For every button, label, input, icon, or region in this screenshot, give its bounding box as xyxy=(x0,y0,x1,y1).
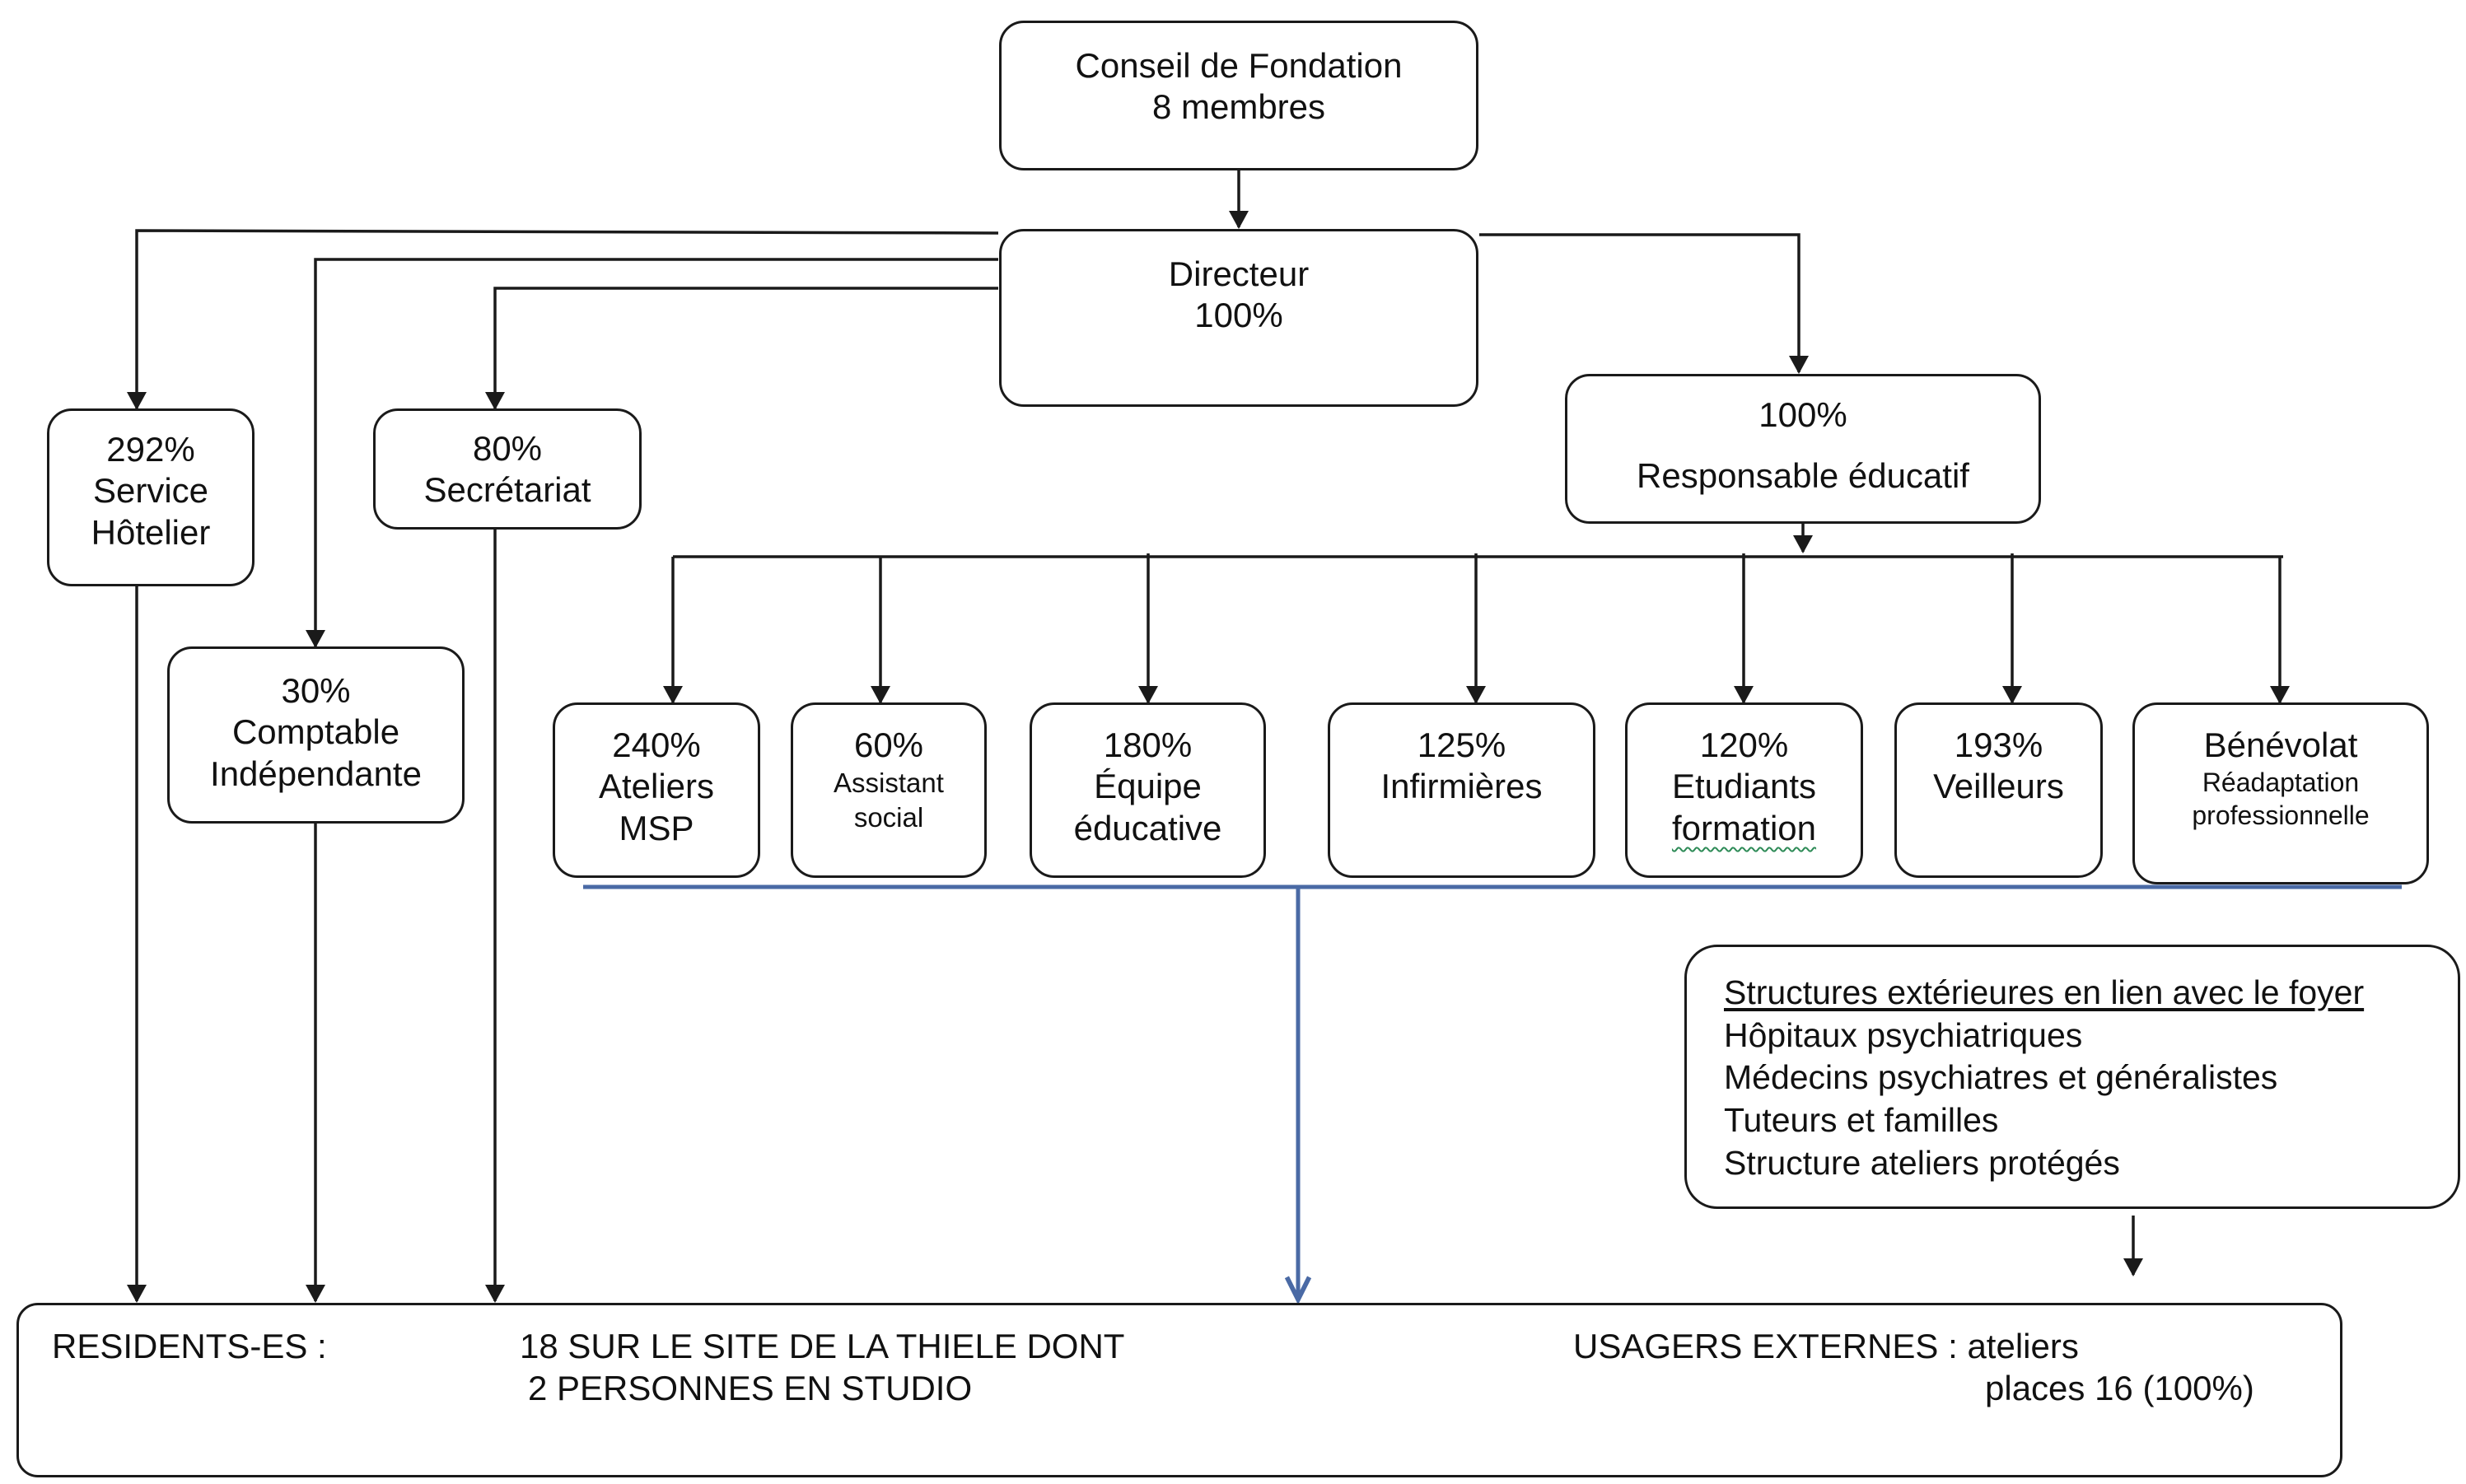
etudiants-line2: formation xyxy=(1671,808,1817,847)
veilleurs-label: Veilleurs xyxy=(1933,767,2064,806)
ateliers-line2: MSP xyxy=(619,808,694,847)
etudiants-pct: 120% xyxy=(1699,726,1789,764)
comptable-line1: Comptable xyxy=(231,712,400,752)
comptable-box: 30% Comptable Indépendante xyxy=(167,646,465,824)
assistant-line1: Assistant xyxy=(834,768,944,799)
comptable-line2: Indépendante xyxy=(210,754,422,793)
external-item: Médecins psychiatres et généralistes xyxy=(1724,1058,2278,1097)
hotelier-line1: Service xyxy=(92,471,209,511)
benevolat-line2: professionnelle xyxy=(2192,800,2370,831)
hotelier-line2: Hôtelier xyxy=(91,512,211,552)
equipe-line1: Équipe xyxy=(1094,767,1202,806)
conseil-de-fondation-box: Conseil de Fondation 8 membres xyxy=(999,21,1478,170)
etudiants-line1: Etudiants xyxy=(1671,767,1817,806)
service-hotelier-box: 292% Service Hôtelier xyxy=(47,408,255,586)
benevolat-label: Bénévolat xyxy=(2203,726,2358,764)
ateliers-pct: 240% xyxy=(612,726,701,764)
responsable-pct: 100% xyxy=(1758,395,1847,434)
infirmieres-label: Infirmières xyxy=(1380,767,1543,806)
secretariat-pct: 80% xyxy=(472,429,543,468)
equipe-educative-box: 180% Équipe éducative xyxy=(1030,702,1266,878)
external-structures-box: Structures extérieures en lien avec le f… xyxy=(1684,945,2460,1209)
conseil-title: Conseil de Fondation xyxy=(1075,46,1403,85)
directeur-title: Directeur xyxy=(1168,254,1310,293)
arrow-directeur-hotelier xyxy=(127,229,999,410)
usagers-line1: USAGERS EXTERNES : ateliers xyxy=(1573,1327,2079,1365)
equipe-pct: 180% xyxy=(1103,726,1193,764)
hotelier-pct: 292% xyxy=(106,430,195,469)
benevolat-line1: Réadaptation xyxy=(2202,768,2360,798)
assistant-social-box: 60% Assistant social xyxy=(791,702,987,878)
etudiants-formation-box: 120% Etudiants formation xyxy=(1625,702,1863,878)
comptable-pct: 30% xyxy=(281,671,351,710)
usagers-line2: places 16 (100%) xyxy=(1985,1369,2254,1407)
conseil-members: 8 membres xyxy=(1151,87,1326,127)
residents-site-line1: 18 SUR LE SITE DE LA THIELE DONT xyxy=(520,1327,1125,1365)
external-item: Hôpitaux psychiatriques xyxy=(1724,1015,2083,1054)
external-item: Tuteurs et familles xyxy=(1724,1100,1999,1139)
benevolat-box: Bénévolat Réadaptation professionnelle xyxy=(2132,702,2429,884)
external-item: Structure ateliers protégés xyxy=(1724,1143,2120,1182)
arrow-directeur-secretariat xyxy=(485,287,998,410)
residents-label: RESIDENTS-ES : xyxy=(52,1327,327,1365)
external-title: Structures extérieures en lien avec le f… xyxy=(1724,973,2365,1011)
arrow-directeur-comptable xyxy=(306,258,998,648)
responsable-educatif-box: 100% Responsable éducatif xyxy=(1565,374,2041,524)
responsable-label: Responsable éducatif xyxy=(1637,456,1969,496)
arrow-directeur-responsable xyxy=(1479,233,1809,374)
assistant-line2: social xyxy=(853,801,924,833)
directeur-pct: 100% xyxy=(1194,296,1283,335)
directeur-box: Directeur 100% xyxy=(999,229,1478,407)
veilleurs-pct: 193% xyxy=(1954,726,2043,764)
secretariat-label: Secrétariat xyxy=(423,470,591,510)
ateliers-msp-box: 240% Ateliers MSP xyxy=(553,702,760,878)
infirmieres-pct: 125% xyxy=(1417,726,1506,764)
ateliers-line1: Ateliers xyxy=(598,767,715,806)
veilleurs-box: 193% Veilleurs xyxy=(1894,702,2103,878)
residents-site-line2: 2 PERSONNES EN STUDIO xyxy=(528,1369,973,1407)
infirmieres-box: 125% Infirmières xyxy=(1328,702,1595,878)
assistant-pct: 60% xyxy=(853,726,924,764)
equipe-line2: éducative xyxy=(1073,808,1222,847)
secretariat-box: 80% Secrétariat xyxy=(373,408,642,530)
residents-box: RESIDENTS-ES : 18 SUR LE SITE DE LA THIE… xyxy=(16,1303,2342,1477)
